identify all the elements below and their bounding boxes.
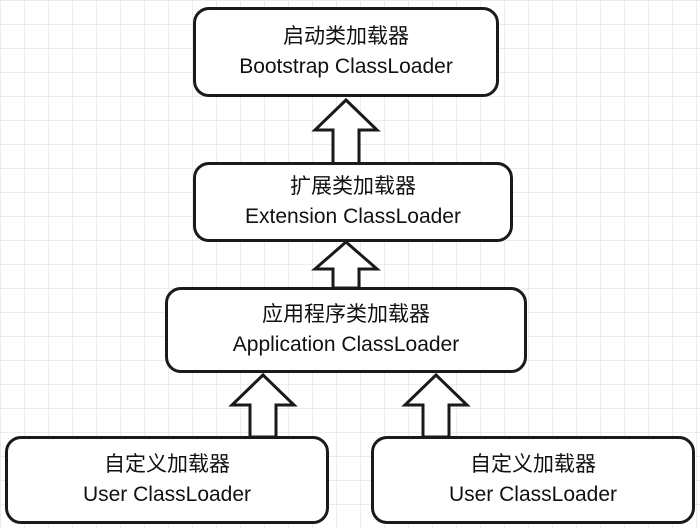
- bootstrap-classloader-zh-label: 启动类加载器: [283, 25, 409, 48]
- application-classloader-en-label: Application ClassLoader: [232, 333, 460, 356]
- extension-classloader-node: 扩展类加载器 Extension ClassLoader: [193, 162, 513, 242]
- user-classloader-right-node: 自定义加载器 User ClassLoader: [371, 436, 695, 524]
- user-classloader-left-en-label: User ClassLoader: [82, 483, 252, 506]
- bootstrap-classloader-en-label: Bootstrap ClassLoader: [239, 55, 453, 78]
- arrow-extension-to-bootstrap: [311, 97, 381, 168]
- extension-classloader-zh-label: 扩展类加载器: [290, 175, 416, 198]
- arrow-user-left-to-application: [228, 372, 298, 439]
- user-classloader-right-zh-label: 自定义加载器: [470, 453, 596, 476]
- user-classloader-left-zh-label: 自定义加载器: [104, 453, 230, 476]
- arrow-user-right-to-application: [401, 372, 471, 439]
- arrow-application-to-extension: [310, 240, 382, 290]
- extension-classloader-en-label: Extension ClassLoader: [245, 205, 461, 228]
- bootstrap-classloader-node: 启动类加载器 Bootstrap ClassLoader: [193, 7, 499, 97]
- user-classloader-right-en-label: User ClassLoader: [448, 483, 618, 506]
- application-classloader-zh-label: 应用程序类加载器: [262, 303, 430, 326]
- application-classloader-node: 应用程序类加载器 Application ClassLoader: [165, 287, 527, 373]
- user-classloader-left-node: 自定义加载器 User ClassLoader: [5, 436, 329, 524]
